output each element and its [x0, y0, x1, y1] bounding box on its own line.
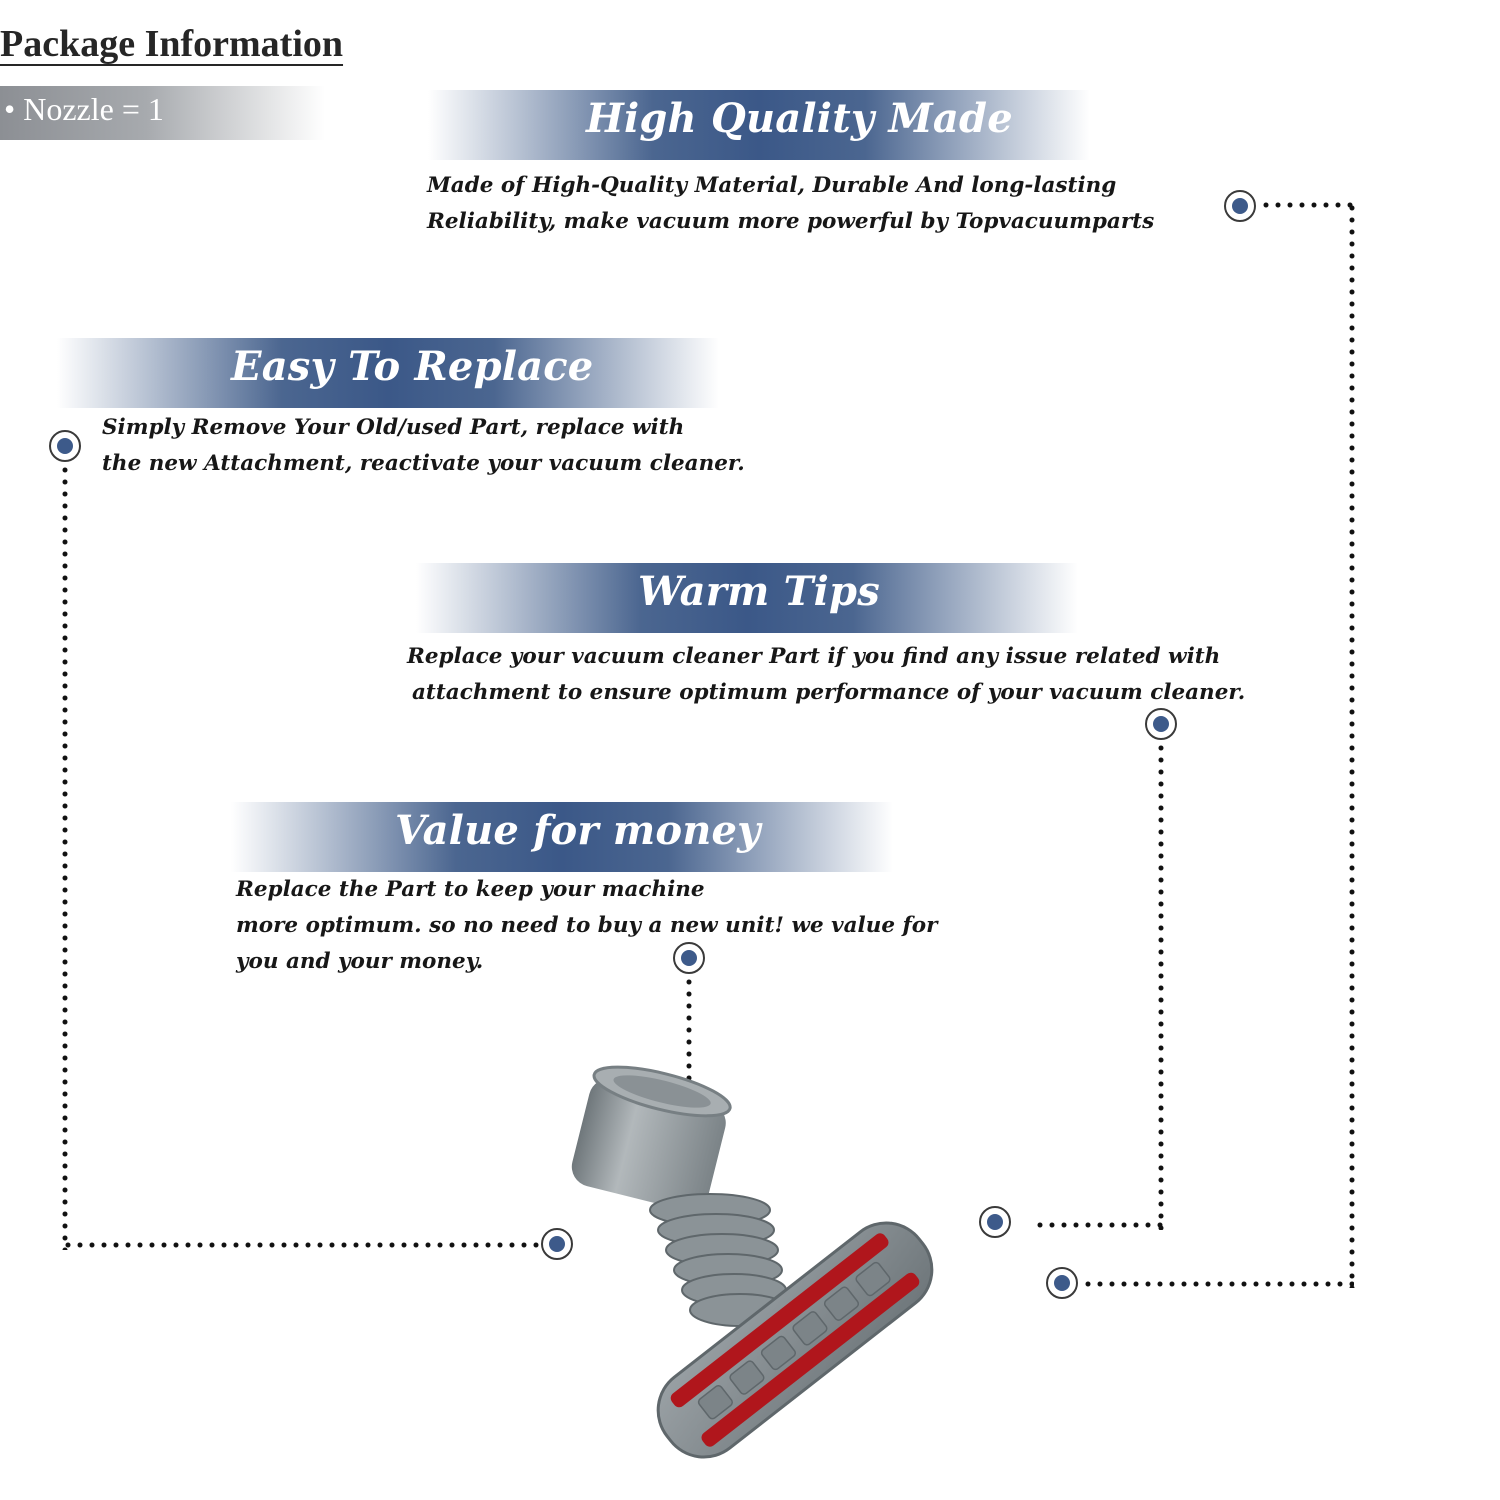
feature-text-easy-replace-line-2: the new Attachment, reactivate your vacu…	[102, 451, 745, 476]
feature-heading-high-quality: High Quality Made	[586, 95, 1013, 142]
feature-text-warm-tips-line-2: attachment to ensure optimum performance…	[412, 680, 1246, 705]
feature-banner-warm-tips: Warm Tips	[416, 563, 1078, 633]
connector-high-quality-bottom	[1082, 1281, 1354, 1287]
feature-text-value-line-1: Replace the Part to keep your machine	[236, 877, 705, 902]
feature-heading-easy-replace: Easy To Replace	[231, 343, 594, 390]
vacuum-nozzle-icon	[571, 1065, 934, 1459]
feature-text-easy-replace-line-1: Simply Remove Your Old/used Part, replac…	[102, 415, 685, 440]
connector-high-quality-right	[1349, 202, 1355, 1288]
marker-value	[673, 942, 705, 974]
connector-easy-replace-bottom	[62, 1242, 540, 1248]
feature-text-warm-tips-line-1: Replace your vacuum cleaner Part if you …	[407, 644, 1221, 669]
package-item-nozzle: • Nozzle = 1	[4, 91, 164, 127]
feature-banner-easy-replace: Easy To Replace	[57, 338, 719, 408]
connector-value-down	[686, 976, 692, 1080]
marker-product-left	[541, 1228, 573, 1260]
feature-text-value-line-2: more optimum. so no need to buy a new un…	[236, 913, 938, 938]
connector-high-quality-top	[1260, 202, 1356, 208]
feature-text-high-quality-line-1: Made of High-Quality Material, Durable A…	[427, 173, 1117, 198]
marker-product-bottom-right	[1046, 1267, 1078, 1299]
marker-warm-tips	[1145, 708, 1177, 740]
connector-warm-tips-right	[1158, 742, 1164, 1230]
marker-product-right	[979, 1206, 1011, 1238]
marker-high-quality	[1224, 190, 1256, 222]
feature-banner-value: Value for money	[231, 802, 893, 872]
feature-banner-high-quality: High Quality Made	[428, 90, 1090, 160]
feature-heading-value: Value for money	[395, 807, 761, 854]
feature-text-high-quality-line-2: Reliability, make vacuum more powerful b…	[427, 209, 1155, 234]
feature-text-value-line-3: you and your money.	[236, 949, 484, 974]
package-information-title: Package Information	[0, 23, 344, 65]
marker-easy-replace	[49, 430, 81, 462]
feature-heading-warm-tips: Warm Tips	[638, 568, 880, 615]
connector-easy-replace-left	[62, 464, 68, 1250]
package-item-bar	[0, 86, 325, 140]
connector-warm-tips-bottom	[1034, 1222, 1164, 1228]
